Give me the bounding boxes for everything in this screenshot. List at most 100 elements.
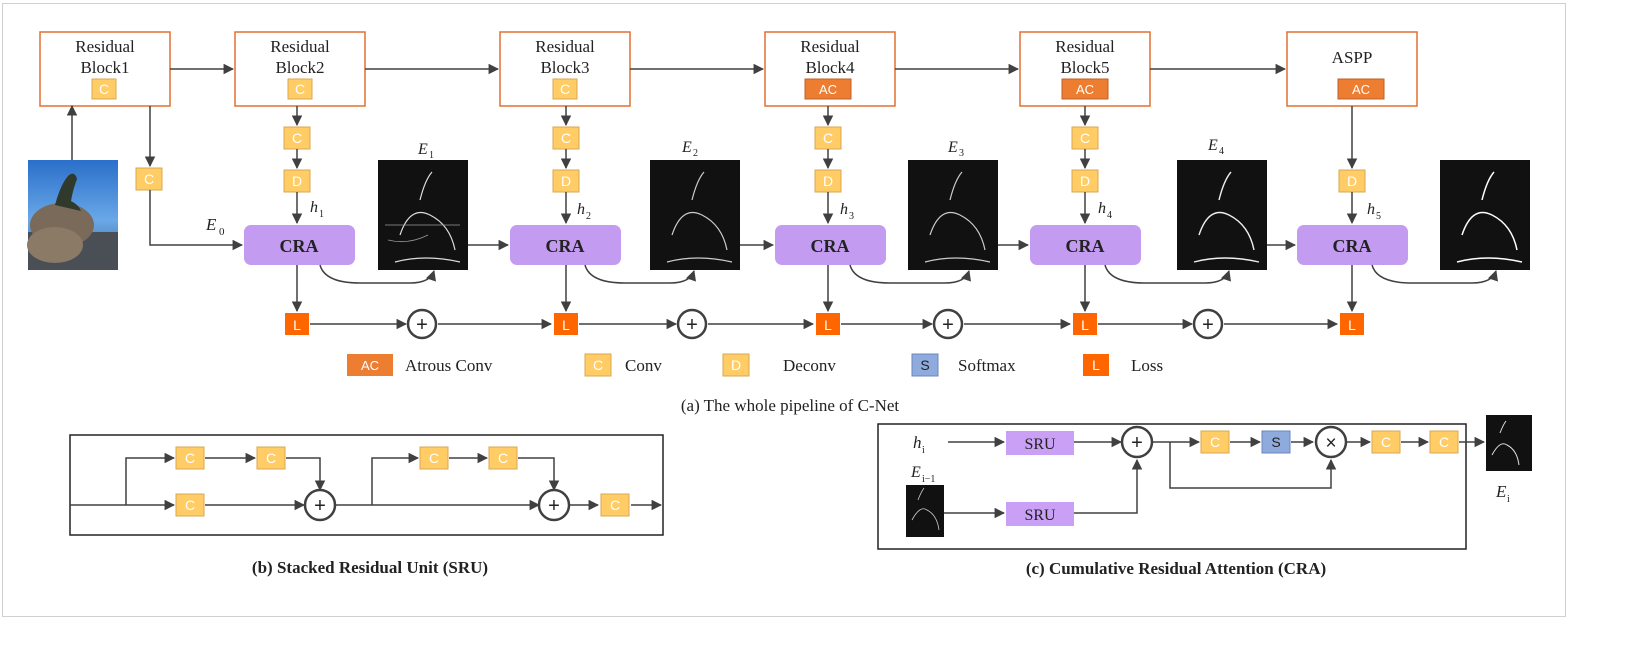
stage-3-column: C D h 2 [552,106,591,225]
ei1-label: E [910,464,921,481]
conv-badge: C [266,450,276,466]
conv-badge: C [1080,130,1090,146]
plus-icon: + [314,495,326,517]
hi-label: h [913,433,922,452]
edge-map-subscript: 2 [693,148,698,159]
edge-map-4: E 4 [1177,137,1267,270]
ei-edge-map [1486,415,1532,471]
stage-2-column: C D h 1 [283,106,324,225]
cra-nodes: CRA CRA CRA CRA CRA [244,225,1408,265]
legend-symbol: C [593,357,603,373]
edge-map-2: E 2 [650,139,740,270]
edge-map-label: E [417,141,428,158]
legend-symbol: AC [361,358,379,373]
h-label: h [1098,200,1106,217]
edge-map-label: E [1207,137,1218,154]
block-label: ASPP [1332,48,1373,67]
legend-label: Loss [1131,356,1163,375]
block-label-line1: Residual [270,37,330,56]
plus-icon: + [548,495,560,517]
sru-diagram: C C C C C C + + [69,434,664,536]
h-label: h [577,201,585,218]
conv-badge: C [429,450,439,466]
input-image [27,104,118,270]
block-label-line2: Block3 [540,58,589,77]
caption-b: (b) Stacked Residual Unit (SRU) [252,558,488,577]
edge-map-label: E [681,139,692,156]
conv-badge: C [1210,434,1220,450]
deconv-badge: D [1080,173,1090,189]
atrous-badge: AC [1352,82,1370,97]
loss-badge: L [562,317,570,333]
loss-badge: L [1081,317,1089,333]
ei-label: E [1495,482,1507,501]
block-label-line1: Residual [535,37,595,56]
conv-badge: C [561,130,571,146]
block-label-line2: Block4 [805,58,855,77]
edge-map-3: E 3 [908,139,998,270]
plus-icon: + [1202,314,1214,336]
conv-badge: C [292,130,302,146]
residual-block-5: Residual Block5 AC [1019,31,1151,107]
cra-label: CRA [811,236,850,256]
loss-connectors [291,265,1358,330]
legend-label: Atrous Conv [405,356,493,375]
conv-badge: C [1381,434,1391,450]
legend: AC Atrous Conv C Conv D Deconv S Softmax… [347,353,1163,377]
edge-map-subscript: 3 [959,148,964,159]
e0-label: E [205,215,217,234]
conv-badge: C [185,450,195,466]
deconv-badge: D [561,173,571,189]
times-icon: × [1325,433,1336,454]
legend-symbol: D [731,357,741,373]
block-label-line1: Residual [800,37,860,56]
edge-map-1: E 1 [378,141,468,270]
cra-detail-diagram: h i E i−1 SRU SRU [877,415,1532,550]
stage-4-column: C D h 3 [814,106,854,225]
conv-badge: C [560,81,570,97]
sru-label: SRU [1024,507,1056,524]
deconv-badge: D [823,173,833,189]
legend-symbol: S [920,357,929,373]
figure-frame [2,3,1566,617]
conv-badge: C [823,130,833,146]
hi-subscript: i [922,445,925,456]
block-label-line2: Block2 [275,58,324,77]
plus-icon: + [1131,432,1143,454]
block-label-line2: Block5 [1060,58,1109,77]
softmax-badge: S [1271,434,1280,450]
h-label: h [840,201,848,218]
legend-label: Conv [625,356,662,375]
plus-icon: + [416,314,428,336]
h-subscript: 5 [1376,211,1381,222]
loss-nodes: L L L L L [285,313,1364,335]
deconv-badge: D [1347,173,1357,189]
conv-badge: C [185,497,195,513]
conv-badge: C [610,497,620,513]
stage-5-column: C D h 4 [1071,106,1112,225]
legend-label: Softmax [958,356,1016,375]
edge-map-subscript: 1 [429,150,434,161]
edge-maps: E 1 E 2 E 3 E 4 [378,137,1530,270]
conv-badge: C [498,450,508,466]
h-label: h [310,199,318,216]
deconv-badge: D [292,173,302,189]
residual-block-4: Residual Block4 AC [764,31,896,107]
conv-badge: C [144,171,154,187]
edge-map-5 [1440,160,1530,270]
caption-c: (c) Cumulative Residual Attention (CRA) [1026,559,1326,578]
sru-label: SRU [1024,436,1056,453]
residual-block-3: Residual Block3 C [499,31,631,107]
atrous-badge: AC [1076,82,1094,97]
atrous-badge: AC [819,82,837,97]
aspp-block: ASPP AC [1286,31,1418,107]
ei1-edge-map [906,485,944,537]
legend-deconv: D Deconv [722,353,836,377]
residual-block-2: Residual Block2 C [234,31,366,107]
h-subscript: 1 [319,209,324,220]
legend-softmax: S Softmax [911,353,1016,377]
legend-conv: C Conv [584,353,662,377]
cra-label: CRA [280,236,319,256]
h-subscript: 3 [849,211,854,222]
sum-nodes: + + + + [406,308,1224,340]
